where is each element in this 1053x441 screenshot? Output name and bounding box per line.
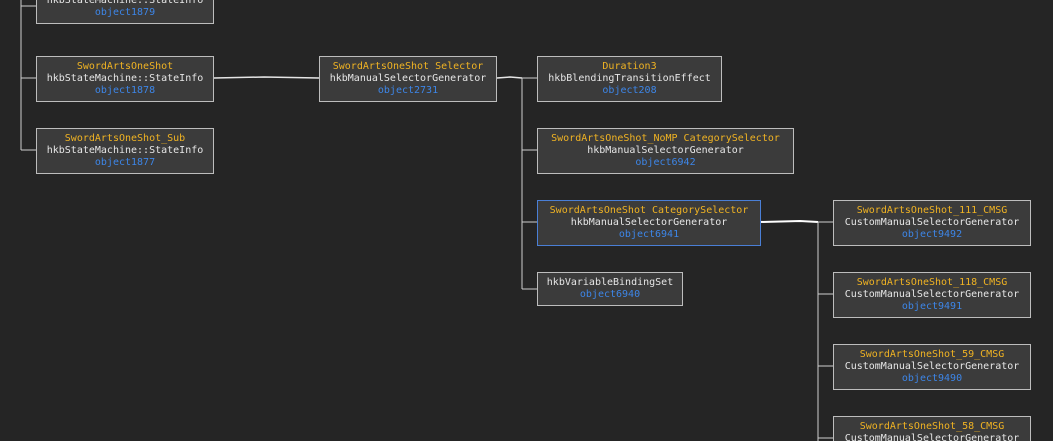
node-object9490[interactable]: SwordArtsOneShot_59_CMSG CustomManualSel… (833, 344, 1031, 390)
wire-6941-trunk (759, 219, 819, 223)
node-object-id: object6940 (579, 289, 641, 300)
node-class: hkbStateMachine::StateInfo (46, 145, 204, 156)
node-name: SwordArtsOneShot_Sub (64, 133, 186, 144)
node-class: CustomManualSelectorGenerator (844, 361, 1020, 372)
node-class: hkbVariableBindingSet (546, 277, 674, 288)
node-name: SwordArtsOneShot Selector (332, 61, 484, 72)
node-name: SwordArtsOneShot CategorySelector (549, 205, 749, 216)
node-object2731[interactable]: SwordArtsOneShot Selector hkbManualSelec… (319, 56, 497, 102)
node-object1877[interactable]: SwordArtsOneShot_Sub hkbStateMachine::St… (36, 128, 214, 174)
node-object-id: object9492 (901, 229, 963, 240)
node-name: SwordArtsOneShot_59_CMSG (859, 349, 1005, 360)
node-object-id: object9491 (901, 301, 963, 312)
node-name: SwordArtsOneShot_NoMP CategorySelector (551, 133, 780, 144)
node-object-id: object6941 (618, 229, 680, 240)
node-class: CustomManualSelectorGenerator (844, 433, 1020, 441)
node-class: CustomManualSelectorGenerator (844, 217, 1020, 228)
node-name: SwordArtsOneShot (76, 61, 174, 72)
node-object-id: object208 (602, 85, 657, 96)
node-class: hkbStateMachine::StateInfo (46, 0, 204, 6)
node-object208[interactable]: Duration3 hkbBlendingTransitionEffect ob… (537, 56, 722, 102)
node-object-id: object2731 (377, 85, 439, 96)
node-object6941[interactable]: SwordArtsOneShot CategorySelector hkbMan… (537, 200, 761, 246)
node-name: Duration3 (602, 61, 657, 72)
wire-2731-trunk (496, 76, 523, 79)
node-name: SwordArtsOneShot_111_CMSG (856, 205, 1008, 216)
wire-1878-2731 (213, 76, 320, 79)
node-object-id: object1877 (94, 157, 156, 168)
node-object9492[interactable]: SwordArtsOneShot_111_CMSG CustomManualSe… (833, 200, 1031, 246)
node-object-id: object1878 (94, 85, 156, 96)
node-object-id: object9490 (901, 373, 963, 384)
node-object-id: object1879 (94, 7, 156, 18)
node-class: hkbManualSelectorGenerator (587, 145, 744, 156)
node-object9491[interactable]: SwordArtsOneShot_118_CMSG CustomManualSe… (833, 272, 1031, 318)
node-class: CustomManualSelectorGenerator (844, 289, 1020, 300)
node-object1879[interactable]: hkbStateMachine::StateInfo object1879 (36, 0, 214, 24)
node-class: hkbBlendingTransitionEffect (548, 73, 711, 84)
node-class: hkbManualSelectorGenerator (570, 217, 728, 228)
node-object6942[interactable]: SwordArtsOneShot_NoMP CategorySelector h… (537, 128, 794, 174)
node-class: hkbManualSelectorGenerator (329, 73, 487, 84)
node-object6940[interactable]: hkbVariableBindingSet object6940 (537, 272, 683, 306)
node-object-id: object6942 (635, 157, 696, 168)
node-object1878[interactable]: SwordArtsOneShot hkbStateMachine::StateI… (36, 56, 214, 102)
node-class: hkbStateMachine::StateInfo (46, 73, 204, 84)
node-name: SwordArtsOneShot_118_CMSG (856, 277, 1008, 288)
node-object9489[interactable]: SwordArtsOneShot_58_CMSG CustomManualSel… (833, 416, 1031, 441)
node-name: SwordArtsOneShot_58_CMSG (859, 421, 1005, 432)
